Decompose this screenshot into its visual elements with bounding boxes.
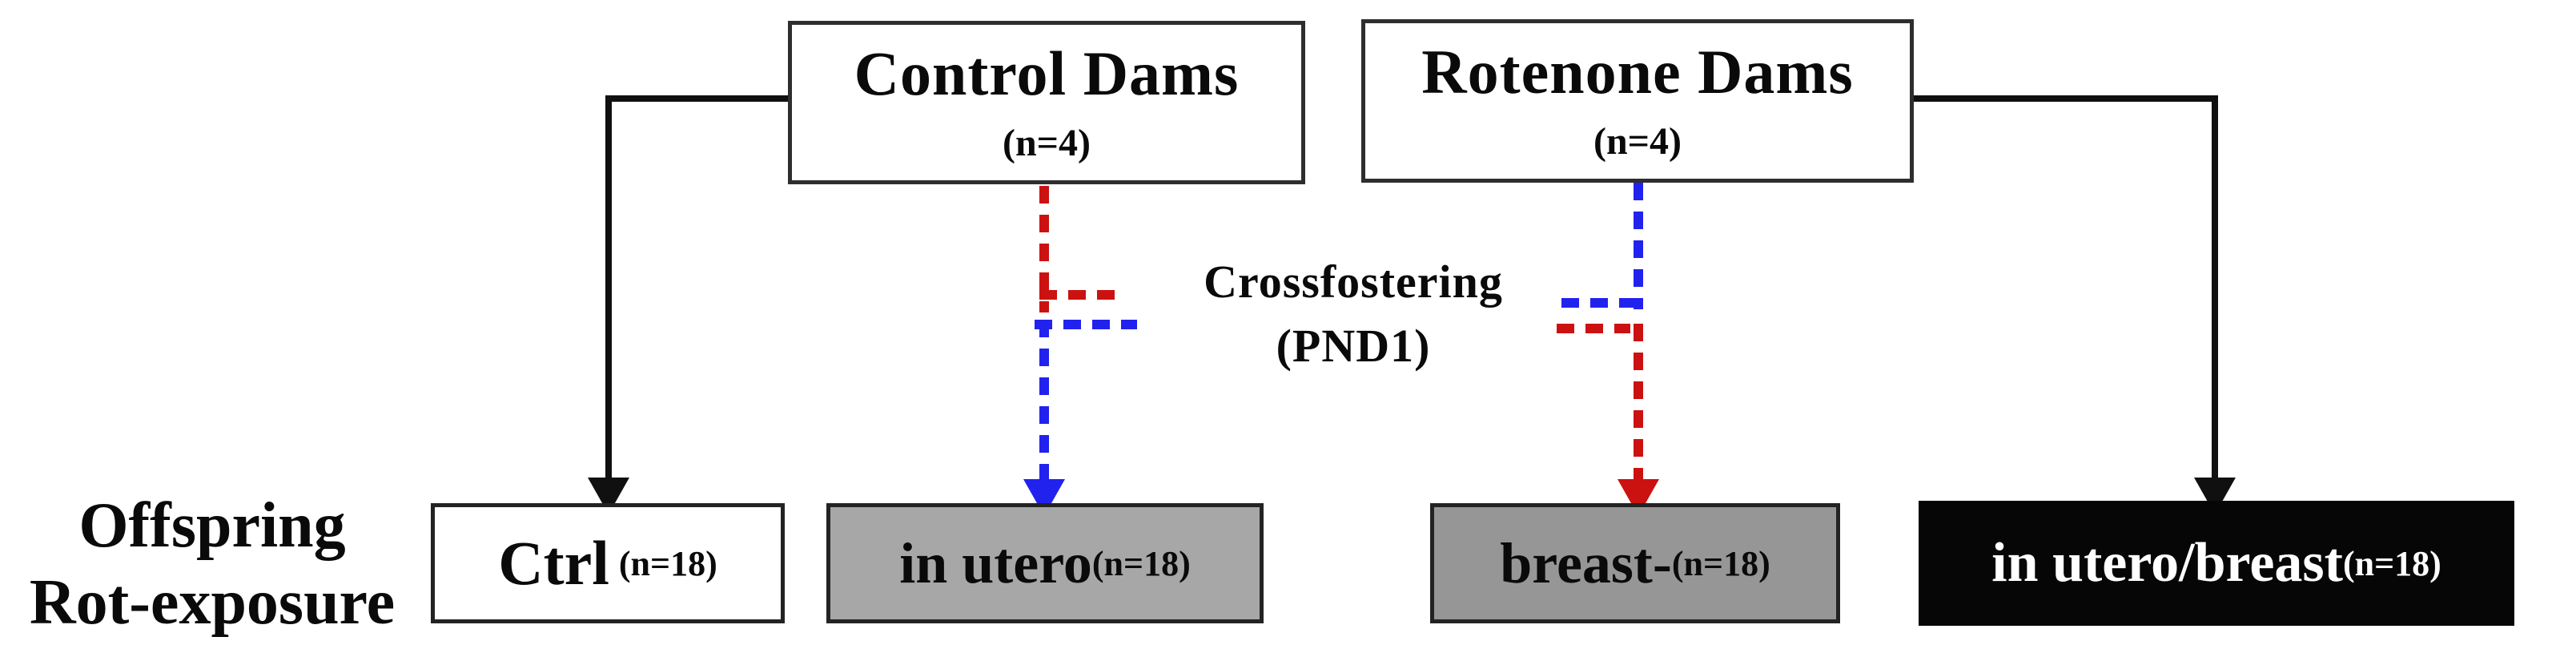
rotenone-to-combined-line-horizontal xyxy=(1914,95,2218,102)
breast-group-count: (n=18) xyxy=(1671,543,1770,583)
control-to-ctrl-line-vertical xyxy=(605,95,612,480)
offspring-rot-exposure-label: Offspring Rot-exposure xyxy=(4,487,420,641)
control-dams-count: (n=4) xyxy=(1002,122,1091,164)
ctrl-group-count: (n=18) xyxy=(618,543,717,583)
offspring-label-line2: Rot-exposure xyxy=(29,567,396,638)
in-utero-breast-group-count: (n=18) xyxy=(2342,543,2441,583)
control-dams-title: Control Dams xyxy=(854,38,1240,108)
rotenone-dams-count: (n=4) xyxy=(1593,120,1682,163)
rotenone-dams-box: Rotenone Dams (n=4) xyxy=(1361,19,1914,183)
in-utero-breast-group-box: in utero/breast (n=18) xyxy=(1919,501,2514,626)
offspring-label-line1: Offspring xyxy=(78,490,346,561)
in-utero-group-box: in utero (n=18) xyxy=(826,503,1264,623)
rotenone-to-combined-line-vertical xyxy=(2212,95,2218,480)
control-dams-box: Control Dams (n=4) xyxy=(788,21,1305,184)
crossfostering-label-line2: (PND1) xyxy=(1276,320,1431,372)
control-crossfoster-dashed-stub-left xyxy=(1557,324,1630,333)
rotenone-crossfoster-dashed-stub-right xyxy=(1035,320,1137,329)
breast-group-label: breast- xyxy=(1500,530,1672,595)
crossfostering-label-line1: Crossfostering xyxy=(1204,256,1503,308)
ctrl-group-box: Ctrl (n=18) xyxy=(431,503,785,623)
breast-group-box: breast- (n=18) xyxy=(1430,503,1840,623)
control-crossfoster-dashed-stub-right xyxy=(1039,290,1123,300)
crossfostering-label: Crossfostering (PND1) xyxy=(1145,250,1561,378)
control-crossfoster-dashed-vertical-upper xyxy=(1039,186,1049,312)
rotenone-crossfoster-dashed-vertical-upper xyxy=(1634,183,1643,309)
rotenone-crossfoster-dashed-vertical-lower xyxy=(1039,320,1049,481)
rotenone-dams-title: Rotenone Dams xyxy=(1421,37,1854,107)
control-crossfoster-dashed-vertical-lower xyxy=(1634,324,1643,481)
ctrl-group-label: Ctrl xyxy=(498,528,609,598)
in-utero-breast-group-label: in utero/breast xyxy=(1991,532,2343,594)
rotenone-crossfoster-dashed-stub-left xyxy=(1561,298,1643,308)
control-to-ctrl-line-horizontal xyxy=(605,95,788,102)
in-utero-group-count: (n=18) xyxy=(1091,543,1191,583)
in-utero-group-label: in utero xyxy=(899,530,1092,595)
